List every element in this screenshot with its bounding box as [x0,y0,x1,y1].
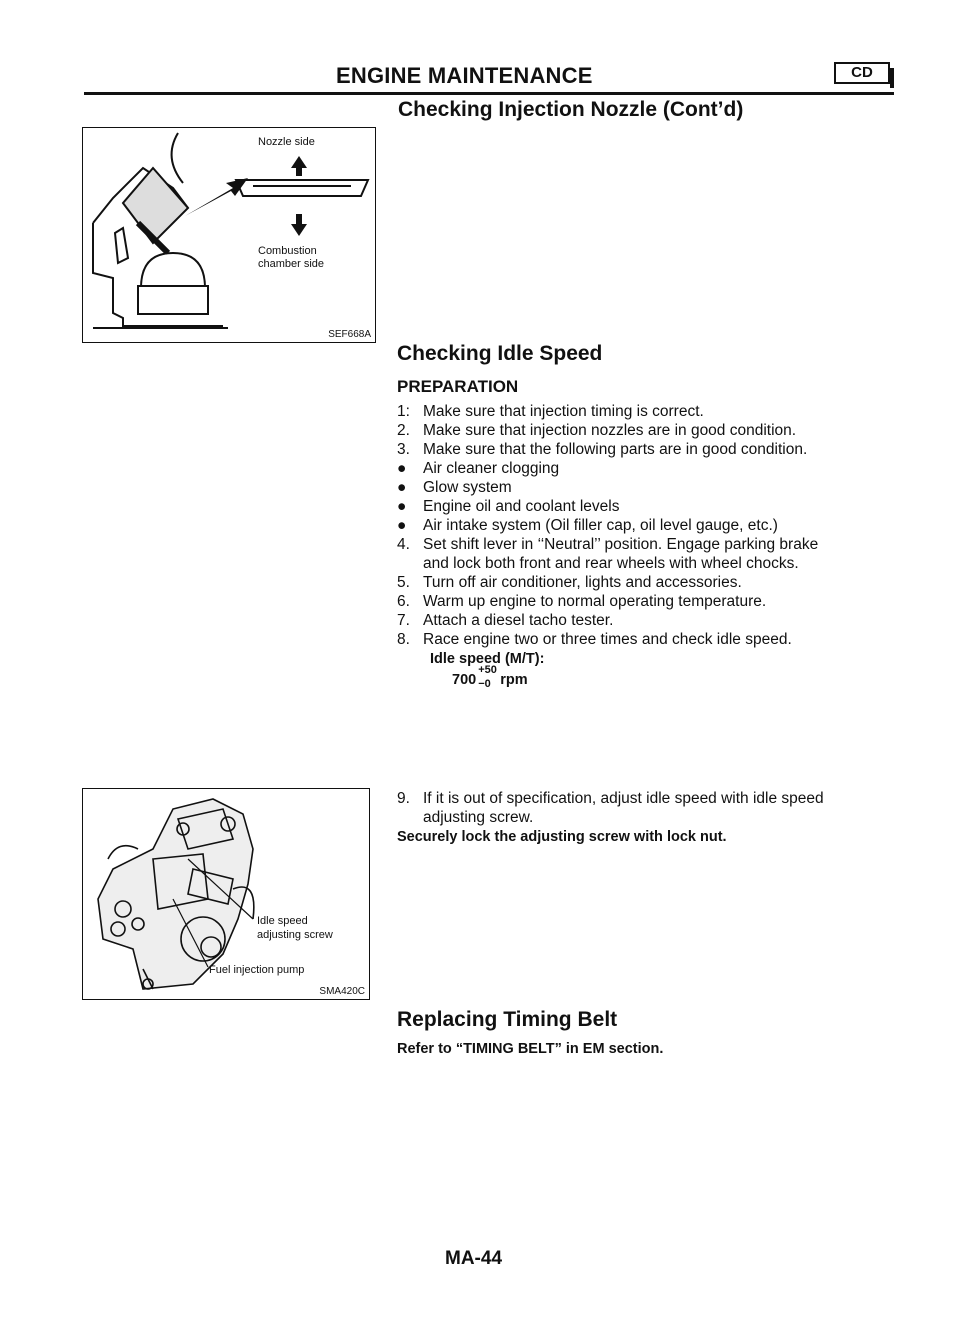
label-fuel-injection-pump: Fuel injection pump [209,964,305,976]
figure-nozzle: Nozzle side Combustion chamber side SEF6… [82,127,376,343]
bullet-icon: ● [397,517,407,534]
page-number: MA-44 [445,1248,503,1269]
step-3: 3. Make sure that the following parts are… [397,441,807,459]
heading-timing-belt: Replacing Timing Belt [397,1008,618,1031]
bullet-item: ● Engine oil and coolant levels [397,498,619,516]
step-num: 1: [397,403,410,420]
step-text: If it is out of specification, adjust id… [423,790,824,807]
step-9-cont: adjusting screw. [423,809,534,826]
label-idle-speed: Idle speed [257,915,308,927]
bullet-text: Engine oil and coolant levels [423,498,620,515]
label-adjusting-screw: adjusting screw [257,929,333,941]
label-combustion: Combustion [258,245,317,257]
section-title: ENGINE MAINTENANCE [336,63,593,88]
spec-tolerance: +50−0 [476,664,497,690]
step-6: 6. Warm up engine to normal operating tem… [397,593,766,611]
header-rule [84,92,894,95]
step-4-cont: and lock both front and rear wheels with… [423,555,799,572]
bullet-icon: ● [397,498,407,515]
timing-belt-reference: Refer to “TIMING BELT” in EM section. [397,1041,664,1057]
figure-code: SEF668A [328,329,371,340]
step-text: Make sure that injection timing is corre… [423,403,704,420]
step-5: 5. Turn off air conditioner, lights and a… [397,574,742,592]
step-num: 5. [397,574,410,591]
step-num: 8. [397,631,410,648]
figure-pump: Idle speed adjusting screw Fuel injectio… [82,788,370,1000]
step-text: Turn off air conditioner, lights and acc… [423,574,742,591]
figure-code: SMA420C [319,986,365,997]
step-num: 7. [397,612,410,629]
step-1: 1: Make sure that injection timing is cor… [397,403,704,421]
spec-label: Idle speed (M/T): [430,651,545,667]
spec-unit: rpm [500,671,528,688]
step-8: 8. Race engine two or three times and che… [397,631,792,649]
lock-nut-note: Securely lock the adjusting screw with l… [397,829,727,845]
spec-number: 700 [452,671,477,688]
section-badge: CD [834,62,894,88]
bullet-text: Air intake system (Oil filler cap, oil l… [423,517,778,534]
nozzle-illustration [92,132,370,329]
tolerance-minus: −0 [478,678,491,690]
step-9: 9. If it is out of specification, adjust … [397,790,824,808]
step-4: 4. Set shift lever in ‘‘Neutral’’ positio… [397,536,818,554]
pump-illustration [97,798,255,990]
tolerance-plus: +50 [478,664,497,676]
heading-idle-speed: Checking Idle Speed [397,342,603,365]
step-num: 9. [397,790,410,807]
step-text: Warm up engine to normal operating tempe… [423,593,767,610]
step-num: 2. [397,422,410,439]
step-num: 6. [397,593,410,610]
step-text: Make sure that the following parts are i… [423,441,808,458]
bullet-icon: ● [397,460,407,477]
spec-value: 700+50−0 rpm [452,664,528,690]
bullet-icon: ● [397,479,407,496]
step-text: Attach a diesel tacho tester. [423,612,614,629]
bullet-text: Air cleaner clogging [423,460,560,477]
label-chamber-side: chamber side [258,258,325,270]
label-nozzle-side: Nozzle side [258,136,315,148]
step-text: Race engine two or three times and check… [423,631,792,648]
step-7: 7. Attach a diesel tacho tester. [397,612,613,630]
step-2: 2. Make sure that injection nozzles are i… [397,422,796,440]
step-num: 3. [397,441,410,458]
step-text: Make sure that injection nozzles are in … [423,422,797,439]
bullet-item: ● Glow system [397,479,512,497]
bullet-item: ● Air cleaner clogging [397,460,559,478]
step-text: Set shift lever in ‘‘Neutral’’ position.… [423,536,819,553]
subtitle: Checking Injection Nozzle (Cont’d) [398,98,744,121]
subheading-preparation: PREPARATION [397,377,519,396]
bullet-item: ● Air intake system (Oil filler cap, oil … [397,517,778,535]
step-num: 4. [397,536,410,553]
bullet-text: Glow system [423,479,512,496]
